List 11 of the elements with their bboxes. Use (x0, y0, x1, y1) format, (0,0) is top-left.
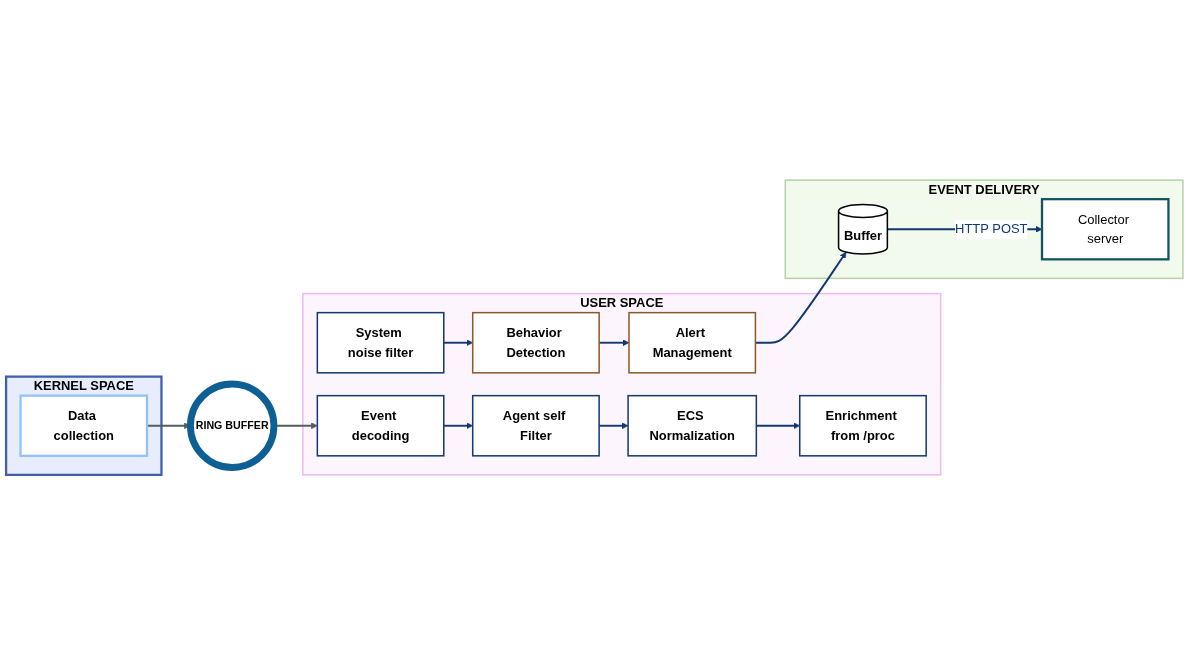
node-box: Data collection (19, 394, 149, 457)
node-box: ECS Normalization (627, 394, 758, 457)
node-box: Agent self Filter (471, 394, 600, 457)
node-box: Behavior Detection (471, 311, 600, 374)
node-box: Collector server (1040, 198, 1170, 261)
node-box: Enrichment from /proc (799, 394, 927, 457)
edge-label: HTTP POST (955, 221, 1028, 237)
node-box: Event decoding (316, 394, 445, 457)
node-box: System noise filter (316, 311, 445, 374)
node-circle: RING BUFFER (186, 380, 278, 471)
node-box: Alert Management (628, 311, 757, 374)
